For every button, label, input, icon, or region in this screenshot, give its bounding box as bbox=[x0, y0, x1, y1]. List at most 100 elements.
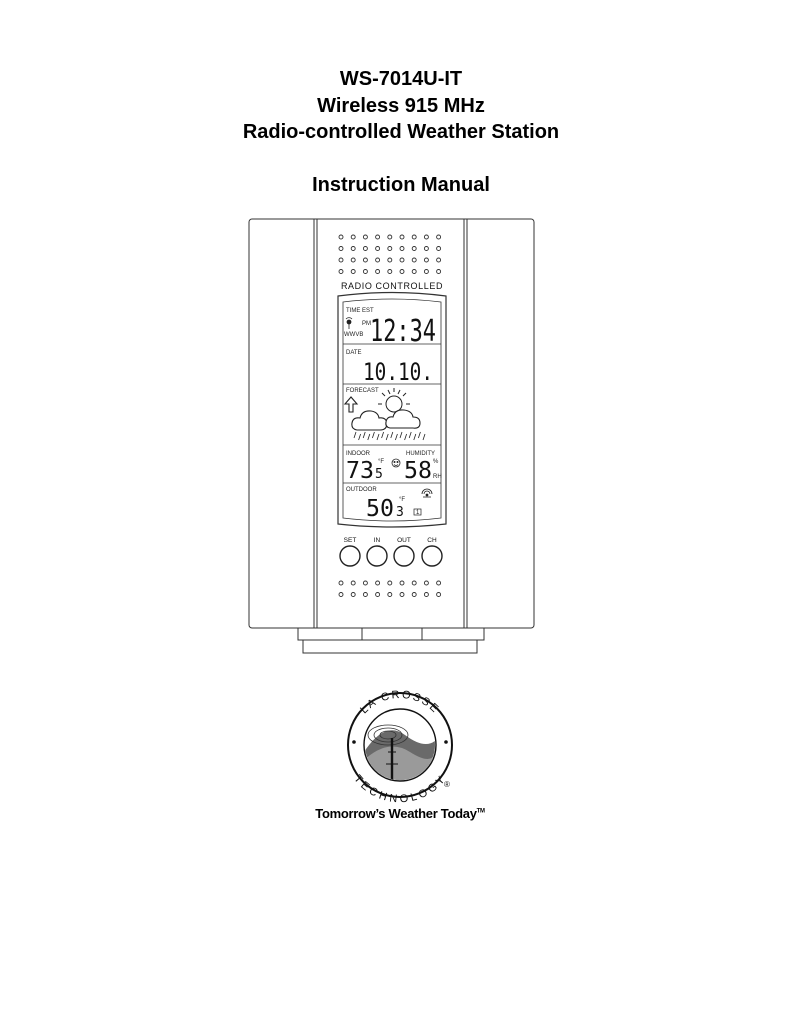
speaker-hole bbox=[362, 269, 368, 274]
speaker-hole bbox=[350, 257, 356, 263]
speaker-hole bbox=[411, 246, 417, 251]
speaker-hole bbox=[411, 257, 417, 263]
channel-indicator-box bbox=[413, 508, 422, 516]
speaker-hole bbox=[387, 246, 393, 251]
rain-drop bbox=[367, 433, 371, 441]
humidity-unit: % bbox=[433, 459, 439, 465]
speaker-hole bbox=[387, 592, 393, 597]
speaker-hole bbox=[387, 257, 393, 263]
tagline: Tomorrow’s Weather TodayTM bbox=[300, 806, 500, 821]
speaker-hole bbox=[350, 269, 356, 274]
rain-icon bbox=[353, 431, 426, 441]
trademark-mark: TM bbox=[476, 808, 485, 815]
button-circle[interactable] bbox=[366, 545, 388, 567]
rain-drop bbox=[381, 431, 384, 439]
title-description: Radio-controlled Weather Station bbox=[242, 121, 560, 143]
trend-up-arrow-icon bbox=[343, 396, 359, 413]
speaker-hole bbox=[436, 269, 442, 274]
outdoor-temp-decimal: 3 bbox=[396, 505, 404, 520]
speaker-hole bbox=[362, 257, 368, 263]
speaker-hole bbox=[399, 592, 405, 597]
registered-mark: ® bbox=[444, 780, 450, 789]
rain-drop bbox=[399, 431, 403, 439]
speaker-hole bbox=[362, 580, 368, 586]
speaker-hole bbox=[399, 246, 405, 251]
speaker-grille-bottom bbox=[338, 580, 442, 597]
speaker-hole bbox=[338, 257, 344, 263]
button-circle[interactable] bbox=[421, 545, 443, 567]
speaker-hole bbox=[350, 592, 356, 597]
speaker-hole bbox=[423, 257, 429, 263]
outdoor-temp-unit: °F bbox=[399, 497, 405, 503]
speaker-hole bbox=[338, 246, 344, 251]
speaker-hole bbox=[338, 580, 344, 586]
title-instruction-manual: Instruction Manual bbox=[312, 174, 490, 196]
date-display: 10.10. bbox=[363, 358, 433, 386]
wwvb-indicator: WWVB bbox=[344, 332, 363, 338]
rain-drop bbox=[353, 431, 357, 439]
rain-drop bbox=[390, 431, 394, 439]
speaker-hole bbox=[350, 580, 356, 586]
speaker-hole bbox=[338, 234, 344, 240]
device-button-in[interactable]: IN bbox=[366, 537, 388, 567]
speaker-hole bbox=[423, 246, 429, 251]
tagline-text: Tomorrow’s Weather Today bbox=[315, 806, 477, 821]
outdoor-temp-display: 50 bbox=[366, 496, 394, 522]
speaker-hole bbox=[411, 234, 417, 240]
title-model: WS-7014U-IT bbox=[339, 68, 463, 90]
channel-indicator: 1 bbox=[416, 510, 420, 516]
pm-indicator: PM bbox=[362, 321, 371, 327]
speaker-hole bbox=[362, 246, 368, 251]
rain-drop bbox=[395, 433, 398, 441]
speaker-hole bbox=[436, 592, 442, 597]
rain-drop bbox=[408, 431, 412, 439]
signal-reception-icon bbox=[421, 488, 433, 498]
rain-drop bbox=[413, 433, 417, 441]
speaker-hole bbox=[362, 234, 368, 240]
title-wireless: Wireless 915 MHz bbox=[317, 95, 485, 117]
speaker-hole bbox=[399, 269, 405, 274]
radio-tower-icon bbox=[345, 317, 353, 329]
radio-controlled-label: RADIO CONTROLLED bbox=[341, 281, 443, 291]
button-label: CH bbox=[427, 537, 437, 544]
indoor-temp-display: 73 bbox=[346, 458, 374, 484]
time-label: TIME bbox=[346, 308, 360, 314]
speaker-hole bbox=[362, 592, 368, 597]
cloud-icon bbox=[351, 409, 421, 431]
indoor-label: INDOOR bbox=[346, 451, 371, 457]
rain-drop bbox=[422, 433, 426, 441]
speaker-hole bbox=[436, 234, 442, 240]
speaker-hole bbox=[423, 592, 429, 597]
lcd-frame bbox=[337, 291, 447, 528]
speaker-hole bbox=[338, 592, 344, 597]
speaker-hole bbox=[399, 234, 405, 240]
rain-drop bbox=[418, 431, 421, 439]
speaker-hole bbox=[436, 257, 442, 263]
speaker-hole bbox=[436, 246, 442, 251]
speaker-hole bbox=[436, 580, 442, 586]
speaker-hole bbox=[375, 580, 381, 586]
timezone-label: EST bbox=[362, 308, 374, 314]
speaker-hole bbox=[375, 234, 381, 240]
speaker-hole bbox=[375, 257, 381, 263]
button-label: SET bbox=[344, 537, 357, 544]
speaker-hole bbox=[387, 234, 393, 240]
speaker-hole bbox=[350, 234, 356, 240]
device-button-ch[interactable]: CH bbox=[421, 537, 443, 567]
humidity-label: HUMIDITY bbox=[406, 451, 435, 457]
forecast-label: FORECAST bbox=[346, 388, 379, 394]
device-button-out[interactable]: OUT bbox=[393, 537, 415, 567]
device-button-set[interactable]: SET bbox=[339, 537, 361, 567]
humidity-display: 58 bbox=[404, 458, 432, 484]
button-circle[interactable] bbox=[393, 545, 415, 567]
rain-drop bbox=[362, 431, 366, 439]
humidity-rh-label: RH bbox=[433, 474, 442, 480]
time-display: 12:34 bbox=[370, 314, 436, 349]
rain-drop bbox=[404, 433, 407, 441]
la-crosse-technology-logo: LA CROSSE TECHNOLOGY ® bbox=[347, 689, 453, 805]
speaker-hole bbox=[423, 580, 429, 586]
sun-icon bbox=[378, 388, 410, 413]
button-circle[interactable] bbox=[339, 545, 361, 567]
